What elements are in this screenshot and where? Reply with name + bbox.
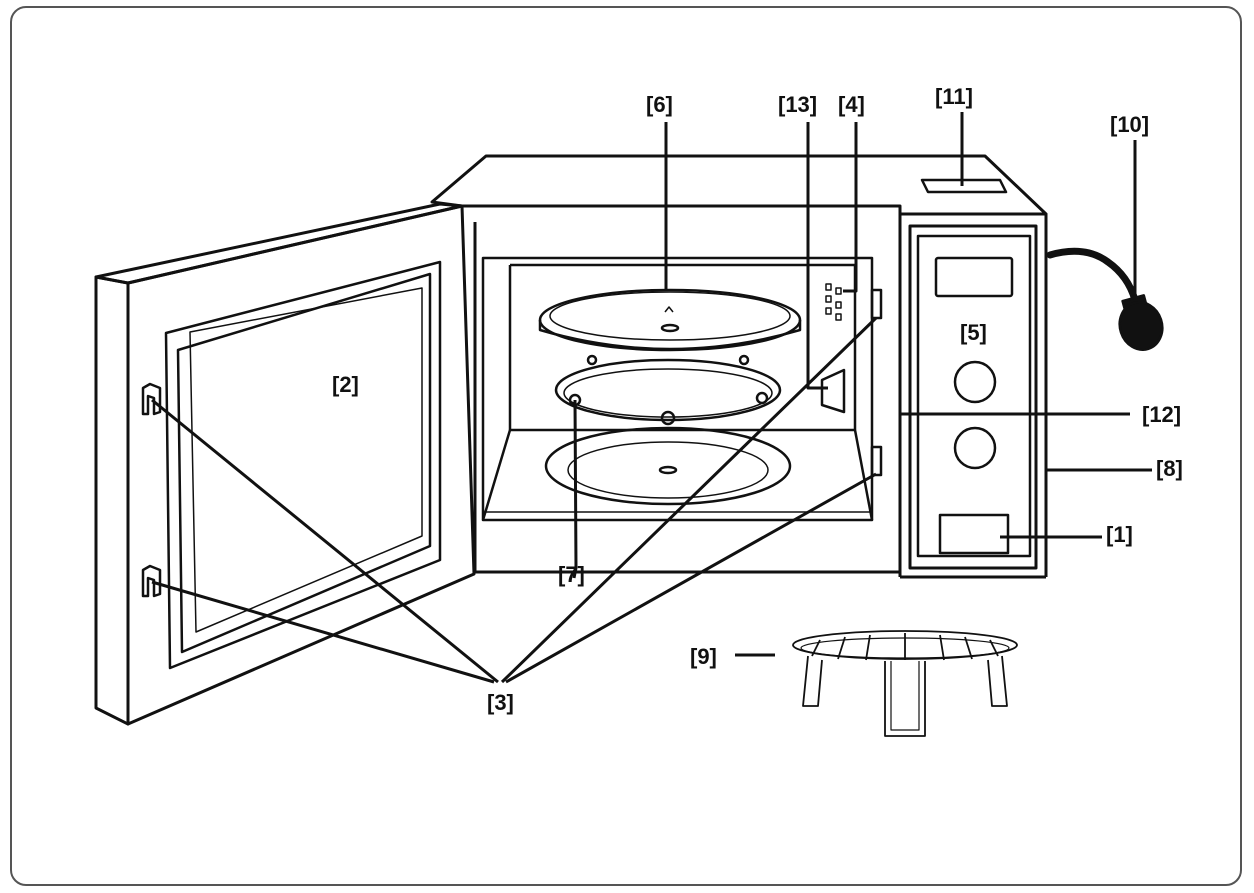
callout-label-5: [5]: [960, 320, 987, 345]
floor-recess: [544, 426, 792, 506]
callout-label-1: [1]: [1106, 522, 1133, 547]
callout-label-12: [12]: [1142, 402, 1182, 427]
top-label: [920, 178, 1008, 194]
callout-label-3: [3]: [487, 690, 514, 715]
callout-label-6: [6]: [646, 92, 673, 117]
cavity-vents: [825, 283, 842, 321]
timer-knob[interactable]: [953, 360, 997, 404]
latch-hole-lower: [870, 445, 883, 477]
power-knob[interactable]: [953, 426, 997, 470]
callout-label-13: [13]: [778, 92, 818, 117]
roller-ring: [554, 354, 782, 426]
callout-label-7: [7]: [558, 562, 585, 587]
door-hook-upper: [141, 382, 162, 416]
control-panel: [908, 224, 1038, 570]
callout-label-4: [4]: [838, 92, 865, 117]
waveguide-cover: [820, 368, 846, 414]
callout-label-9: [9]: [690, 644, 717, 669]
callout-label-8: [8]: [1156, 456, 1183, 481]
leader-lines: [151, 112, 1152, 684]
latch-hole-upper: [870, 288, 883, 320]
grill-rack: [792, 630, 1018, 737]
callout-label-2: [2]: [332, 372, 359, 397]
callout-label-11: [11]: [935, 84, 973, 109]
power-cord: [1046, 247, 1164, 351]
callout-label-10: [10]: [1110, 112, 1150, 137]
oven-cavity: [481, 256, 874, 522]
microwave-body: [430, 154, 1048, 579]
microwave-door: [94, 202, 476, 726]
door-release-button[interactable]: [938, 513, 1010, 555]
door-hook-lower: [141, 564, 162, 598]
turntable-plate: [538, 288, 802, 352]
